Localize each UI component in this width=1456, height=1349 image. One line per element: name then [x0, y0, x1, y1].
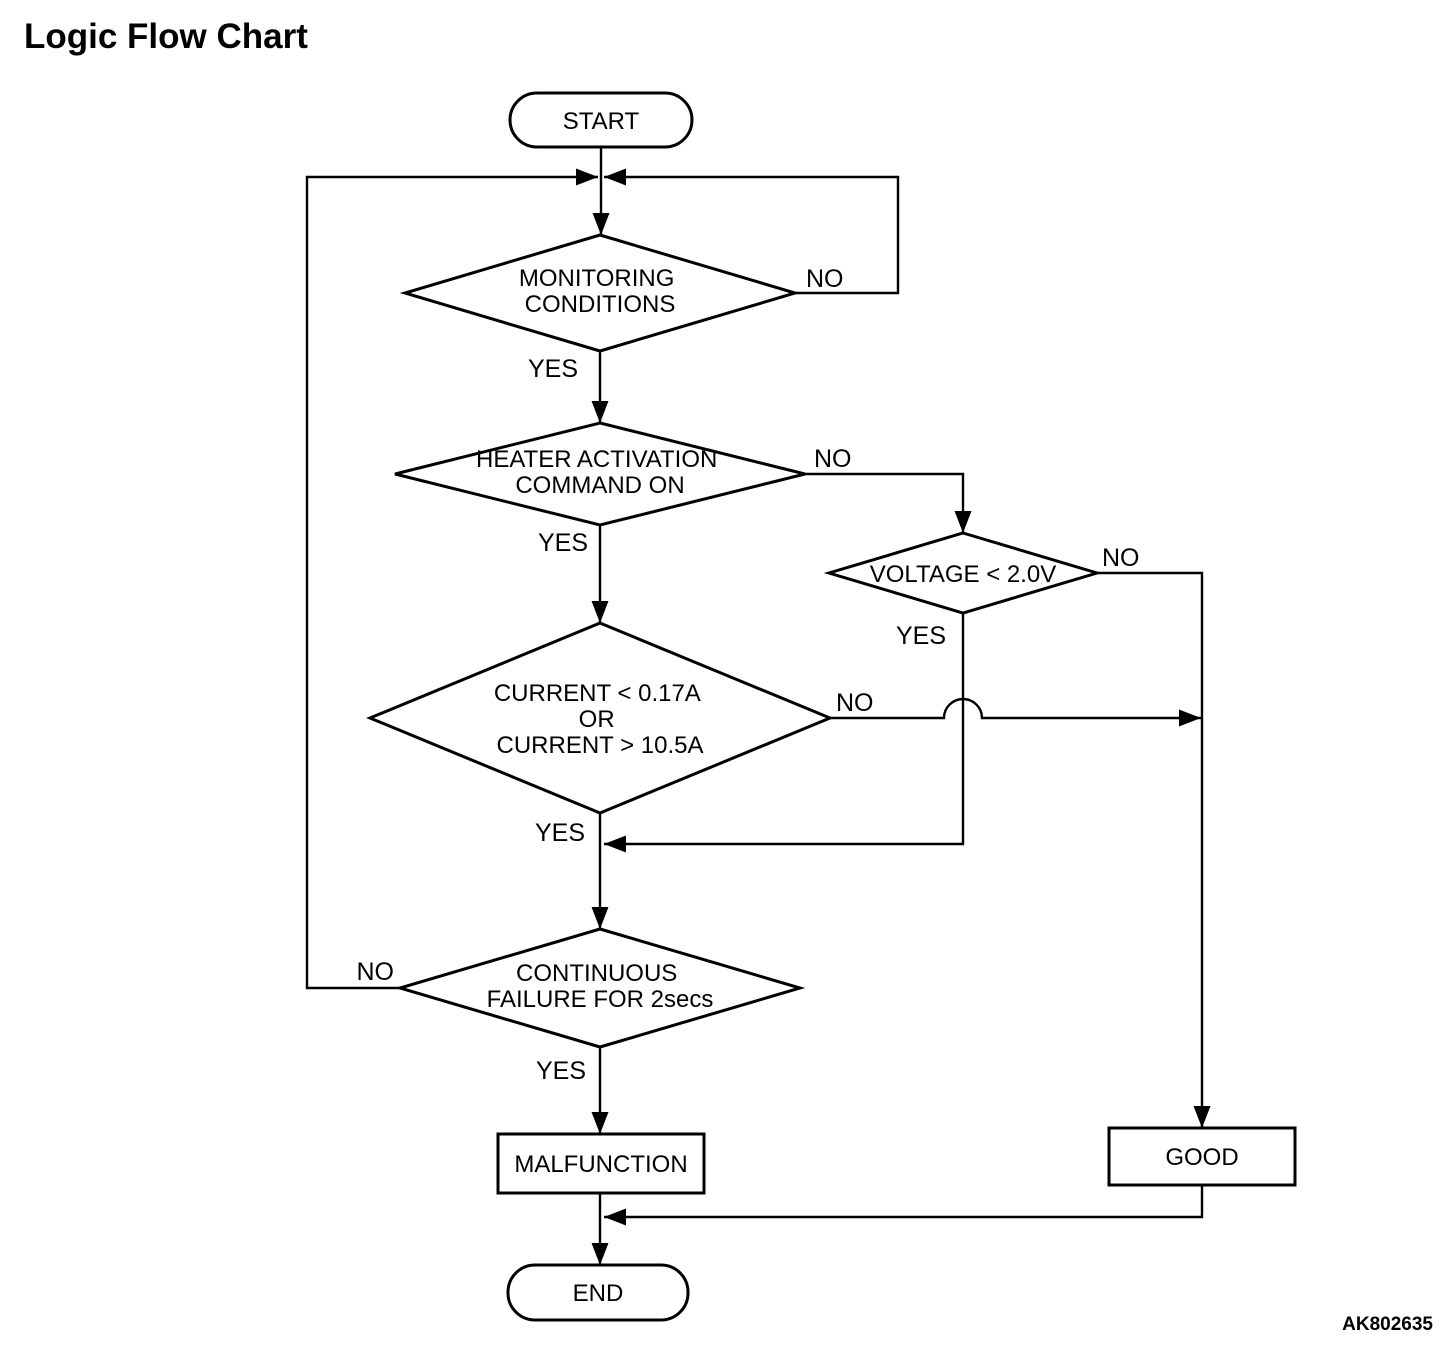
- label-monitoring-no: NO: [806, 265, 844, 293]
- label-continuous-yes: YES: [536, 1057, 586, 1085]
- edge-voltage-yes: [604, 613, 965, 853]
- edge-voltage-no: [1097, 571, 1211, 1128]
- label-current-no: NO: [836, 689, 874, 717]
- voltage-decision: [823, 531, 1103, 615]
- end-node: [506, 1263, 690, 1322]
- heater-activation-decision: [394, 421, 806, 527]
- start-node: [508, 91, 694, 149]
- heater-activation-label: HEATER ACTIVATION COMMAND ON: [476, 446, 724, 499]
- malfunction-label: MALFUNCTION: [514, 1151, 687, 1178]
- page-title: Logic Flow Chart: [24, 17, 308, 56]
- monitoring-conditions-decision: [399, 233, 801, 353]
- label-voltage-yes: YES: [896, 622, 946, 650]
- good-node: [1107, 1126, 1297, 1187]
- current-decision: [366, 621, 834, 815]
- current-label: CURRENT < 0.17A OR CURRENT > 10.5A: [494, 680, 706, 759]
- edge-current-no: [830, 697, 1201, 727]
- start-node-label: START: [563, 108, 640, 135]
- figure-code: AK802635: [1342, 1314, 1433, 1335]
- voltage-label: VOLTAGE < 2.0V: [870, 561, 1057, 588]
- edge-continuous-no-loop: [305, 168, 598, 990]
- label-voltage-no: NO: [1102, 544, 1140, 572]
- edge-monitoring-no-loop: [604, 168, 900, 295]
- label-continuous-no: NO: [357, 958, 395, 986]
- good-label: GOOD: [1165, 1144, 1238, 1171]
- edge-heater-no: [805, 472, 972, 533]
- monitoring-conditions-label: MONITORING CONDITIONS: [519, 265, 681, 318]
- label-current-yes: YES: [535, 819, 585, 847]
- label-heater-yes: YES: [538, 529, 588, 557]
- end-node-label: END: [573, 1280, 624, 1307]
- label-monitoring-yes: YES: [528, 355, 578, 383]
- malfunction-node: [496, 1132, 706, 1195]
- continuous-failure-decision: [394, 927, 806, 1049]
- continuous-failure-label: CONTINUOUS FAILURE FOR 2secs: [487, 960, 714, 1013]
- edge-good-to-end: [604, 1185, 1204, 1226]
- label-heater-no: NO: [814, 445, 852, 473]
